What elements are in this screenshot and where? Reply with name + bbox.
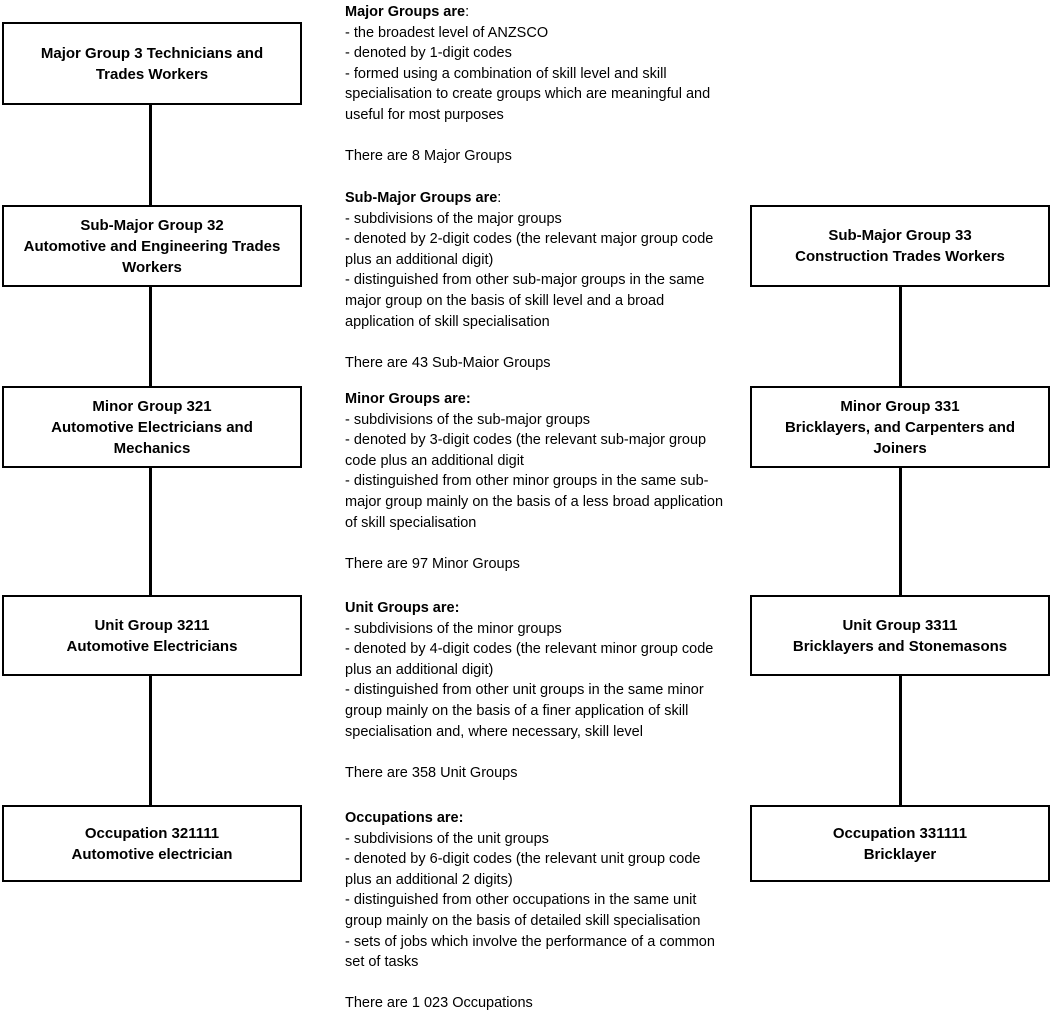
note-count: There are 358 Unit Groups <box>345 764 518 781</box>
note-body: - subdivisions of the minor groups - den… <box>345 620 714 740</box>
connector-left-minor-to-unit <box>149 468 152 595</box>
node-label: Major Group 3 Technicians and Trades Wor… <box>40 44 264 83</box>
node-sub-major-group-32[interactable]: Sub-Major Group 32 Automotive and Engine… <box>2 205 302 287</box>
note-body: - the broadest level of ANZSCO - denoted… <box>345 24 711 123</box>
node-label: Minor Group 331 Bricklayers, and Carpent… <box>784 397 1016 457</box>
node-minor-group-321[interactable]: Minor Group 321 Automotive Electricians … <box>2 386 302 468</box>
node-label: Occupation 331111 Bricklayer <box>832 824 968 863</box>
note-minor-groups: Minor Groups are: - subdivisions of the … <box>345 389 725 574</box>
note-count: There are 97 Minor Groups <box>345 555 520 572</box>
note-title: Unit Groups are: <box>345 600 460 616</box>
node-sub-major-group-33[interactable]: Sub-Major Group 33 Construction Trades W… <box>750 205 1050 287</box>
note-count: There are 1 023 Occupations <box>345 995 533 1012</box>
connector-left-unit-to-occupation <box>149 676 152 805</box>
note-title: Minor Groups are: <box>345 391 471 407</box>
node-label: Sub-Major Group 32 Automotive and Engine… <box>23 216 281 276</box>
connector-left-submajor-to-minor <box>149 287 152 386</box>
note-title: Sub-Major Groups are: <box>345 190 502 206</box>
note-body: - subdivisions of the sub-major groups -… <box>345 411 724 531</box>
note-unit-groups: Unit Groups are: - subdivisions of the m… <box>345 598 725 783</box>
note-title: Major Groups are: <box>345 4 470 20</box>
node-minor-group-331[interactable]: Minor Group 331 Bricklayers, and Carpent… <box>750 386 1050 468</box>
connector-right-submajor-to-minor <box>899 287 902 386</box>
note-sub-major-groups: Sub-Major Groups are: - subdivisions of … <box>345 188 725 373</box>
note-body: - subdivisions of the unit groups - deno… <box>345 830 715 971</box>
node-label: Minor Group 321 Automotive Electricians … <box>51 397 253 457</box>
connector-right-unit-to-occupation <box>899 676 902 805</box>
node-unit-group-3211[interactable]: Unit Group 3211 Automotive Electricians <box>2 595 302 676</box>
node-unit-group-3311[interactable]: Unit Group 3311 Bricklayers and Stonemas… <box>750 595 1050 676</box>
note-body: - subdivisions of the major groups - den… <box>345 210 714 330</box>
connector-right-minor-to-unit <box>899 468 902 595</box>
note-major-groups: Major Groups are: - the broadest level o… <box>345 2 725 167</box>
node-occupation-321111[interactable]: Occupation 321111 Automotive electrician <box>2 805 302 882</box>
node-label: Sub-Major Group 33 Construction Trades W… <box>795 227 1005 265</box>
note-title: Occupations are: <box>345 810 464 826</box>
connector-left-major-to-submajor <box>149 105 152 205</box>
note-count: There are 8 Major Groups <box>345 148 512 165</box>
note-occupations: Occupations are: - subdivisions of the u… <box>345 808 725 1014</box>
node-occupation-331111[interactable]: Occupation 331111 Bricklayer <box>750 805 1050 882</box>
node-major-group-3[interactable]: Major Group 3 Technicians and Trades Wor… <box>2 22 302 105</box>
node-label: Unit Group 3311 Bricklayers and Stonemas… <box>792 616 1008 655</box>
node-label: Occupation 321111 Automotive electrician <box>71 824 233 863</box>
note-count: There are 43 Sub-Maior Groups <box>345 354 551 371</box>
node-label: Unit Group 3211 Automotive Electricians <box>66 616 238 655</box>
